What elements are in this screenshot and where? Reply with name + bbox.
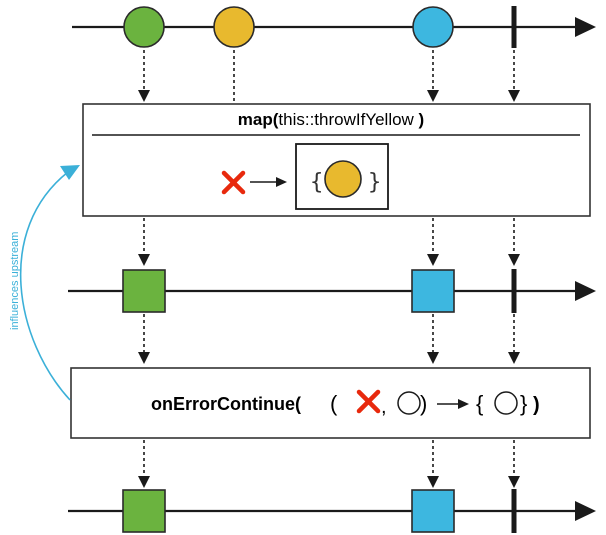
arrowhead [508, 90, 520, 102]
yellow-marble-error [324, 160, 362, 198]
green-square-marble [122, 489, 166, 533]
brace-open: { [310, 170, 323, 195]
map-operator-box: map(this::throwIfYellow ) { } [82, 103, 591, 217]
empty-marble-icon [494, 391, 518, 415]
dashed-arrows-row4 [138, 440, 520, 488]
paren-open: ( [330, 391, 338, 416]
brace-close: } [520, 391, 527, 416]
yellow-marble [213, 6, 255, 48]
timeline-arrowhead [575, 281, 596, 301]
paren-close: ) [420, 391, 427, 416]
dashed-arrows-row3 [138, 314, 520, 364]
blue-square-marble [411, 269, 455, 313]
x-mark-icon [221, 170, 246, 195]
comma: , [381, 396, 387, 418]
output-timeline [68, 489, 596, 533]
onerrorcontinue-operator-box: onErrorContinue( ( , ) { } ) [70, 367, 591, 439]
onerrorcontinue-label: onErrorContinue( [151, 394, 301, 414]
paren-end: ) [533, 394, 540, 416]
upstream-influence-arrow: influences upstream [9, 165, 80, 401]
map-output-timeline [68, 269, 596, 313]
arrowhead [138, 90, 150, 102]
timeline-arrowhead [575, 501, 596, 521]
arrowhead [458, 399, 469, 409]
blue-marble [412, 6, 454, 48]
arrowhead [427, 90, 439, 102]
source-timeline [72, 6, 596, 48]
arrowhead [276, 177, 287, 187]
brace-close: } [368, 170, 381, 195]
dashed-arrows-row2 [138, 218, 520, 266]
influences-upstream-label: influences upstream [9, 232, 21, 330]
map-operator-label: map(this::throwIfYellow ) [238, 110, 424, 129]
timeline-arrowhead [575, 17, 596, 37]
green-marble [123, 6, 165, 48]
blue-square-marble [411, 489, 455, 533]
brace-open: { [476, 391, 483, 416]
green-square-marble [122, 269, 166, 313]
upstream-curve [19, 171, 71, 401]
upstream-arrowhead [60, 165, 80, 180]
empty-marble-icon [397, 391, 421, 415]
x-mark-icon [356, 389, 381, 414]
